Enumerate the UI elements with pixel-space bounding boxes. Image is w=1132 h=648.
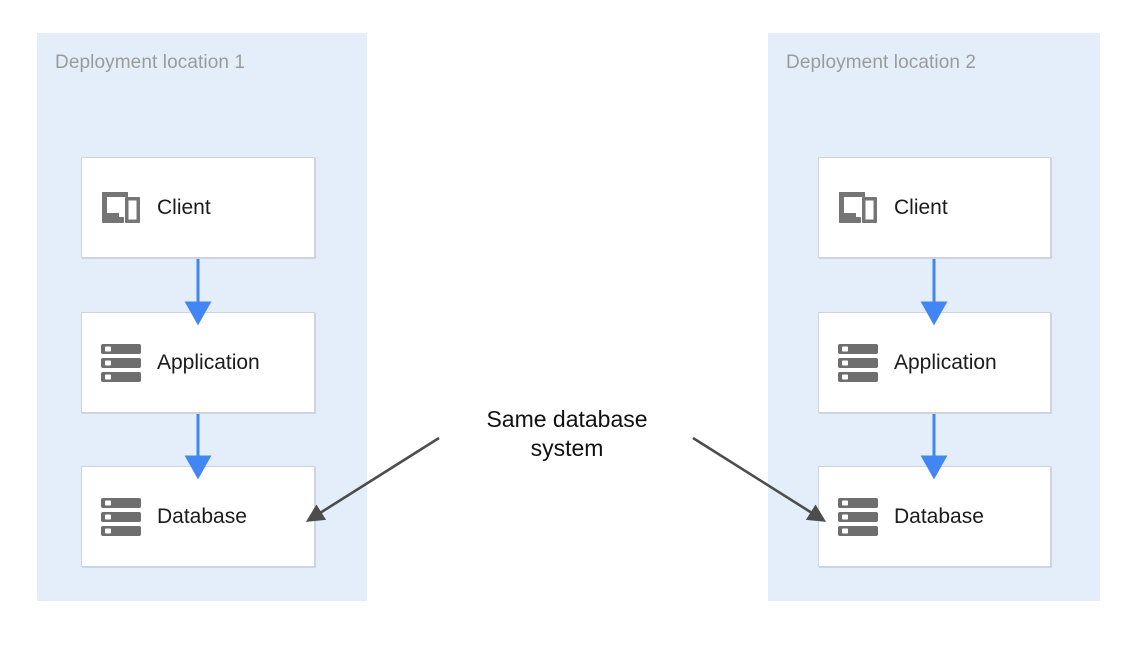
node-database-1-label: Database (157, 504, 247, 528)
node-database-2-label: Database (894, 504, 984, 528)
server-icon (836, 495, 880, 539)
devices-icon (836, 186, 880, 230)
zone-2-label: Deployment location 2 (786, 52, 977, 73)
node-client-1-label: Client (157, 195, 211, 219)
annotation-line-2: system (530, 435, 604, 461)
devices-icon (99, 186, 143, 230)
node-application-1-label: Application (157, 350, 260, 374)
server-icon (99, 341, 143, 385)
server-icon (99, 495, 143, 539)
node-client-2-label: Client (894, 195, 948, 219)
node-application-2-label: Application (894, 350, 997, 374)
node-application-2[interactable]: Application (818, 312, 1051, 413)
node-database-1[interactable]: Database (81, 466, 315, 567)
node-database-2[interactable]: Database (818, 466, 1051, 567)
node-application-1[interactable]: Application (81, 312, 315, 413)
node-client-2[interactable]: Client (818, 157, 1051, 258)
node-client-1[interactable]: Client (81, 157, 315, 258)
annotation-label: Same database system (433, 405, 701, 463)
server-icon (836, 341, 880, 385)
zone-1-label: Deployment location 1 (55, 52, 246, 73)
annotation-line-1: Same database (486, 406, 648, 432)
